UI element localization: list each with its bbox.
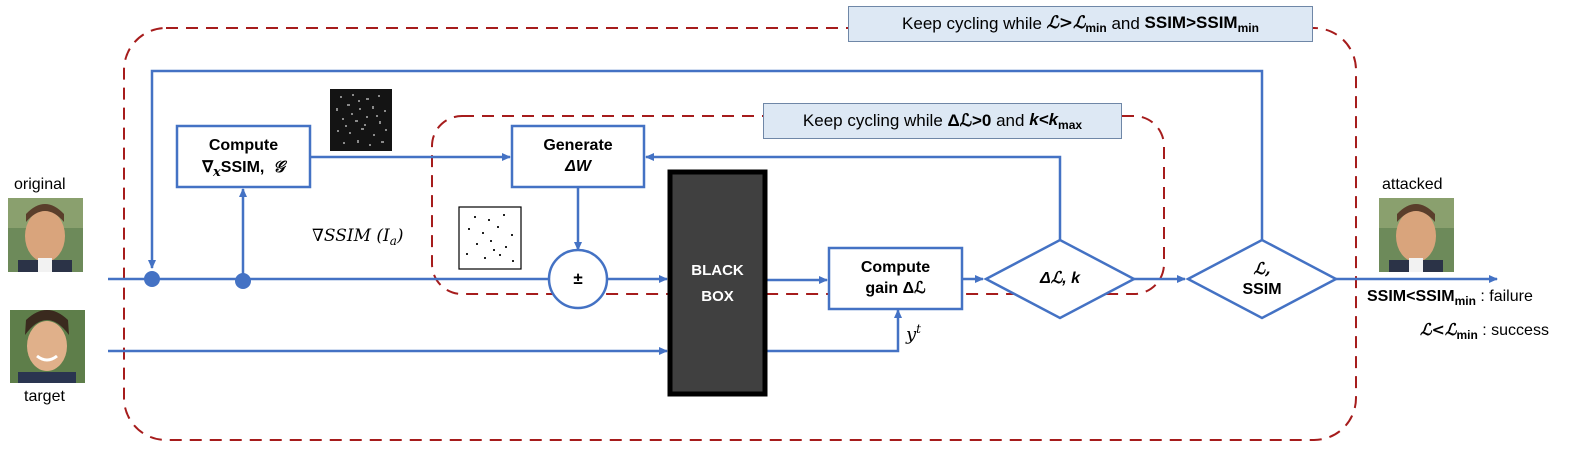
compute-ssim-line1: Compute [208,137,279,154]
inner-loop-prefix: Keep cycling while [802,111,943,130]
success-condition: ℒ<ℒmin : success [1420,320,1549,342]
outer-loop-cond2: SSIM>SSIM [1144,13,1238,32]
outer-feedback-line [148,69,1264,269]
outer-loop-joiner: and [1106,14,1145,33]
original-face-image [8,198,83,272]
outer-loop-prefix: Keep cycling while [902,14,1042,33]
outer-decision-text: ℒ, SSIM [1212,258,1312,300]
junction-dot [235,273,251,289]
attacked-label: attacked [1382,176,1443,193]
attacked-face-image [1379,198,1454,272]
outer-decision-line2: SSIM [1242,281,1282,298]
blackbox-to-gain-target [767,309,902,353]
compute-ssim-line2: ∇xSSIM, 𝒢 [202,157,285,180]
inner-loop-joiner: and [991,111,1030,130]
gain-line1: Compute [860,259,931,276]
outer-decision-diamond [1185,238,1339,320]
compute-ssim-text: Compute ∇xSSIM, 𝒢 [177,135,310,183]
compute-ssim-block [175,124,312,189]
target-label: target [24,388,65,405]
outer-loop-banner: Keep cycling while ℒ>ℒmin and SSIM>SSIMm… [848,6,1313,42]
compute-gain-block [827,246,964,311]
inner-loop-cond2-sub: max [1058,118,1083,132]
black-box-line1: BLACK [691,262,744,279]
inner-decision-diamond [983,238,1137,320]
plusminus-text: ± [573,269,583,288]
sparse-mask-image [458,206,522,270]
outer-decision-line1: ℒ, [1253,259,1271,278]
failure-condition: SSIM<SSIMmin : failure [1367,288,1533,308]
inner-loop-cond1: Δℒ>0 [947,111,992,130]
generate-dw-block [510,124,646,189]
generate-dw-text: Generate ΔW [512,135,644,177]
outer-loop-cond2-sub: min [1237,21,1259,35]
junction-dot [144,271,160,287]
inner-decision-text: Δℒ, k [1039,270,1081,287]
outer-loop-cond1: ℒ>ℒ [1046,13,1086,33]
black-box-text: BLACK BOX [670,258,765,310]
original-label: original [14,176,66,193]
generate-line1: Generate [543,137,613,154]
inner-feedback-line [645,153,1062,240]
inner-loop-boundary [431,115,1165,295]
grad-ssim-annotation: ∇SSIM (Ia) [312,226,404,248]
ssim-map-image [330,89,392,151]
gain-line2: gain Δℒ [865,280,926,297]
outer-loop-cond1-sub: min [1085,21,1107,35]
compute-gain-text: Compute gain Δℒ [829,257,962,299]
black-box [667,169,768,397]
inner-loop-cond2: k<k [1029,110,1059,129]
generate-line2: ΔW [565,158,591,175]
plusminus-node [547,248,609,310]
inner-loop-banner: Keep cycling while Δℒ>0 and k<kmax [763,103,1122,139]
target-face-image [10,310,85,383]
outer-loop-boundary [123,27,1357,441]
black-box-line2: BOX [701,288,734,305]
target-y-annotation: yt [906,322,921,345]
